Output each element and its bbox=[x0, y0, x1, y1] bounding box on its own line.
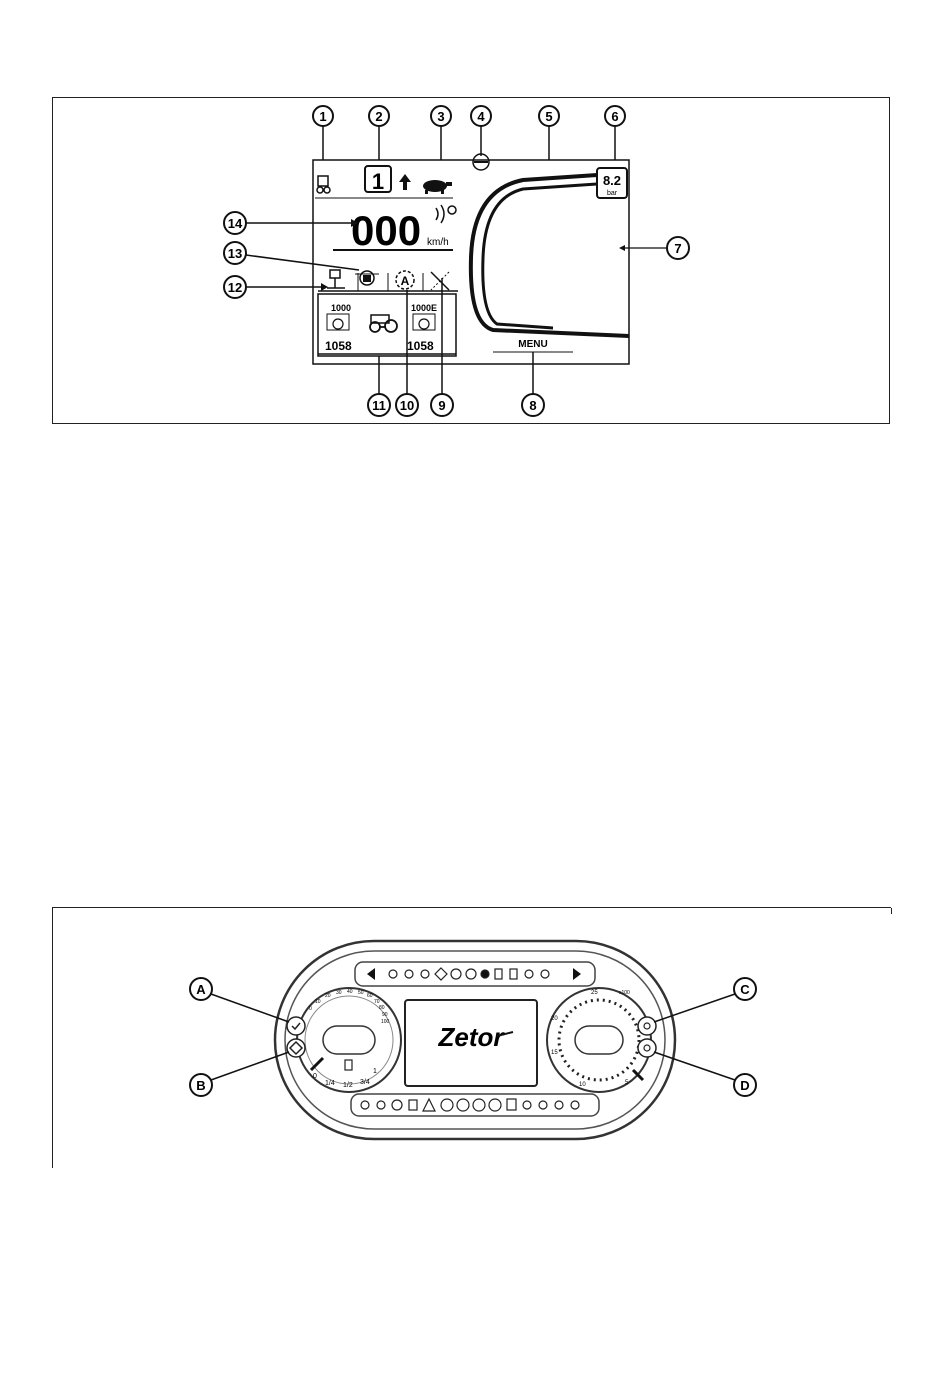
svg-text:B: B bbox=[196, 1078, 205, 1093]
svg-text:40: 40 bbox=[347, 989, 353, 995]
svg-text:8: 8 bbox=[529, 398, 536, 413]
svg-text:4: 4 bbox=[477, 109, 485, 124]
svg-text:90: 90 bbox=[382, 1012, 388, 1018]
svg-text:14: 14 bbox=[228, 216, 243, 231]
svg-text:1: 1 bbox=[319, 109, 326, 124]
svg-text:13: 13 bbox=[228, 246, 242, 261]
pressure-value: 8.2 bbox=[603, 173, 621, 188]
callout-1: 1 bbox=[313, 106, 333, 166]
callout-11: 11 bbox=[368, 356, 390, 416]
svg-text:C: C bbox=[740, 982, 750, 997]
speed-unit: km/h bbox=[427, 237, 449, 248]
tachometer-gauge: 25 20 15 10 5 x100 bbox=[547, 988, 651, 1092]
instrument-panel: Zetor 0 10 20 30 40 50 60 70 80 90 100 0… bbox=[53, 908, 891, 1166]
svg-text:20: 20 bbox=[325, 993, 331, 999]
button-d[interactable] bbox=[638, 1039, 656, 1057]
button-b[interactable] bbox=[287, 1039, 305, 1057]
callout-a: A bbox=[190, 978, 289, 1022]
svg-text:50: 50 bbox=[358, 990, 364, 996]
display-diagram-frame: 1 2 3 4 5 6 bbox=[52, 97, 890, 424]
tach-tick-15: 15 bbox=[551, 1050, 558, 1056]
svg-text:7: 7 bbox=[674, 241, 681, 256]
tach-unit: x100 bbox=[619, 990, 630, 996]
svg-text:100: 100 bbox=[381, 1019, 390, 1025]
fuel-tick-three-quarter: 3/4 bbox=[360, 1079, 370, 1086]
svg-text:D: D bbox=[740, 1078, 749, 1093]
svg-text:0: 0 bbox=[309, 1006, 312, 1012]
fuel-tick-half: 1/2 bbox=[343, 1082, 353, 1089]
pto-right-label: 1000E bbox=[411, 303, 437, 313]
fuel-tick-full: 1 bbox=[373, 1068, 377, 1075]
menu-label[interactable]: MENU bbox=[518, 339, 547, 350]
bottom-warning-strip bbox=[351, 1094, 599, 1116]
button-a[interactable] bbox=[287, 1017, 305, 1035]
zetor-logo: Zetor bbox=[438, 1022, 506, 1052]
svg-text:A: A bbox=[401, 274, 410, 288]
callout-6: 6 bbox=[605, 106, 625, 166]
svg-text:A: A bbox=[196, 982, 206, 997]
svg-text:5: 5 bbox=[545, 109, 552, 124]
svg-text:9: 9 bbox=[438, 398, 445, 413]
tach-tick-10: 10 bbox=[579, 1082, 586, 1088]
svg-text:11: 11 bbox=[372, 398, 386, 413]
speed-fuel-gauge: 0 10 20 30 40 50 60 70 80 90 100 0 1/4 1… bbox=[297, 988, 401, 1092]
pressure-unit: bar bbox=[607, 190, 618, 197]
pto-left-label: 1000 bbox=[331, 303, 351, 313]
svg-text:2: 2 bbox=[375, 109, 382, 124]
svg-text:3: 3 bbox=[437, 109, 444, 124]
svg-text:10: 10 bbox=[315, 999, 321, 1005]
tach-tick-20: 20 bbox=[551, 1016, 558, 1022]
svg-text:10: 10 bbox=[400, 398, 414, 413]
svg-text:80: 80 bbox=[379, 1005, 385, 1011]
top-warning-strip bbox=[355, 962, 595, 986]
fuel-tick-quarter: 1/4 bbox=[325, 1080, 335, 1087]
fuel-tick-0: 0 bbox=[313, 1073, 317, 1080]
pto-right-value: 1058 bbox=[407, 339, 434, 353]
button-c[interactable] bbox=[638, 1017, 656, 1035]
callout-2: 2 bbox=[369, 106, 389, 163]
instrument-panel-frame: Zetor 0 10 20 30 40 50 60 70 80 90 100 0… bbox=[52, 907, 891, 1168]
display-diagram: 1 2 3 4 5 6 bbox=[53, 98, 889, 423]
callout-b: B bbox=[190, 1052, 289, 1096]
callout-4: 4 bbox=[471, 106, 491, 156]
svg-text:12: 12 bbox=[228, 280, 242, 295]
tach-tick-25: 25 bbox=[591, 990, 598, 996]
svg-text:6: 6 bbox=[611, 109, 618, 124]
gear-indicator: 1 bbox=[372, 169, 384, 194]
pto-left-value: 1058 bbox=[325, 339, 352, 353]
speed-value: 000 bbox=[351, 207, 421, 254]
svg-text:30: 30 bbox=[336, 990, 342, 996]
svg-text:60: 60 bbox=[367, 993, 373, 999]
